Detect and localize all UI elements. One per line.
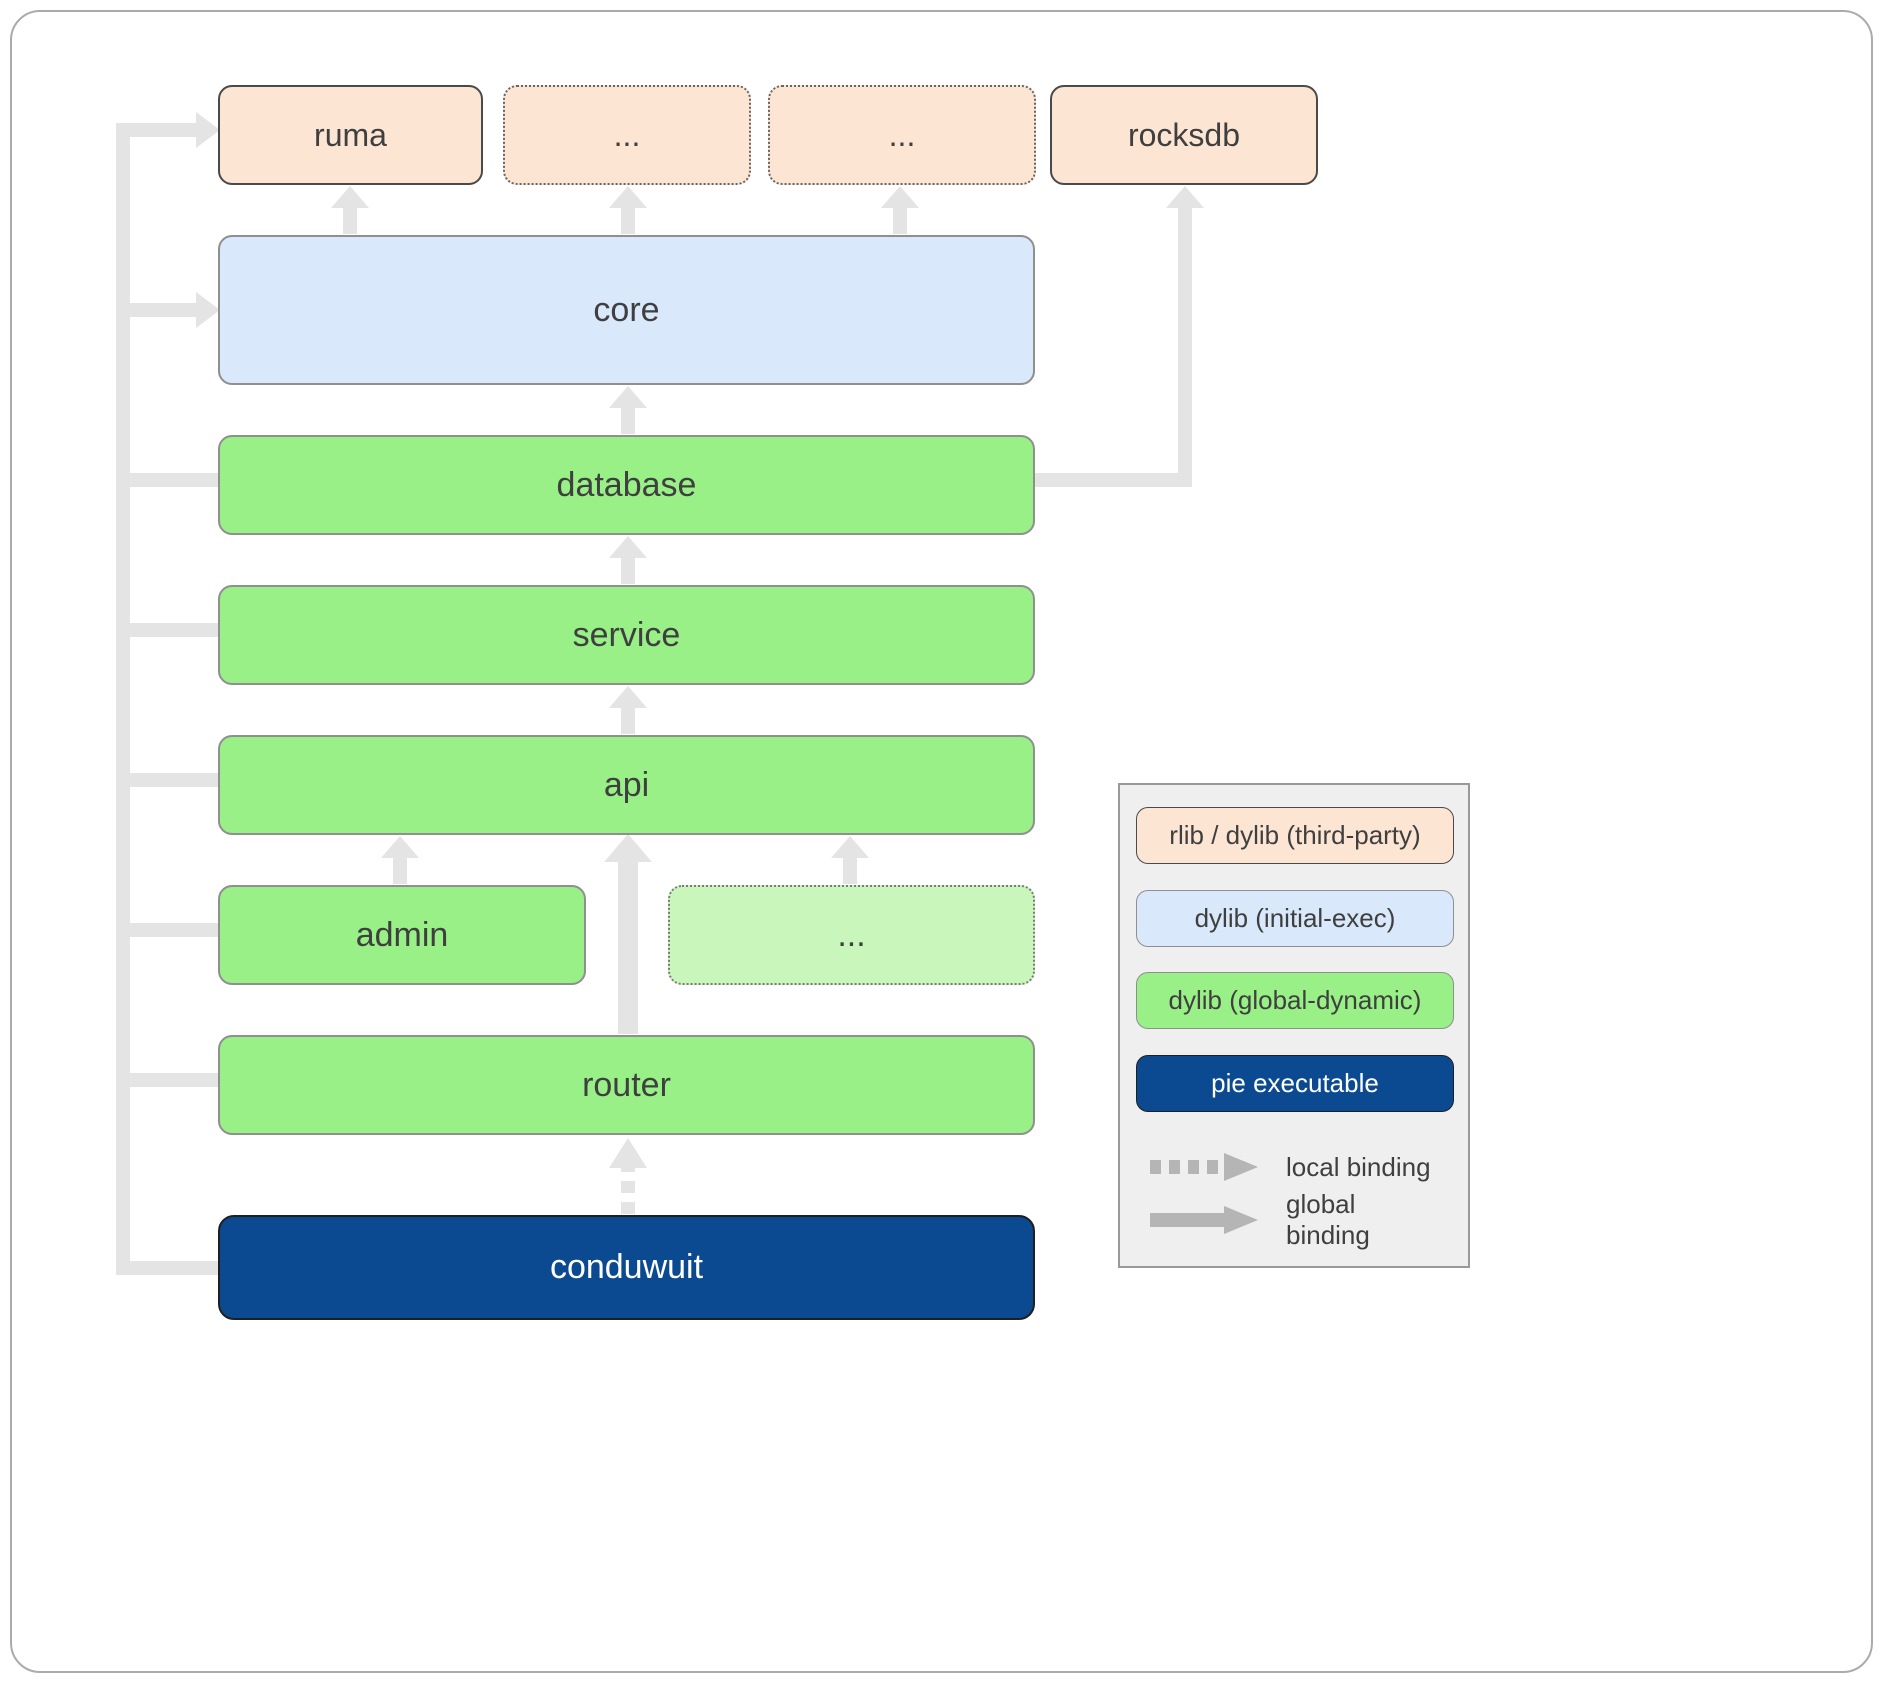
node-router-label: router bbox=[582, 1065, 671, 1104]
arrow-core-ruma bbox=[331, 186, 369, 234]
node-rocksdb: rocksdb bbox=[1050, 85, 1318, 185]
node-api-label: api bbox=[603, 765, 650, 804]
node-ruma-label: ruma bbox=[314, 116, 387, 153]
legend-global-binding-label: global binding bbox=[1286, 1189, 1370, 1250]
arrow-database-rocksdb bbox=[1035, 186, 1204, 487]
global-binding-arrow-icon bbox=[1150, 1206, 1258, 1234]
node-database: database bbox=[218, 435, 1035, 535]
arrow-core-dep2 bbox=[881, 186, 919, 234]
node-dep1: ... bbox=[503, 85, 751, 185]
legend-local-binding-label: local binding bbox=[1286, 1151, 1431, 1182]
node-ruma: ruma bbox=[218, 85, 483, 185]
node-database-label: database bbox=[556, 465, 697, 504]
arrow-database-core bbox=[609, 386, 647, 434]
node-core-label: core bbox=[593, 290, 660, 329]
node-conduwuit: conduwuit bbox=[218, 1215, 1035, 1320]
node-service: service bbox=[218, 585, 1035, 685]
node-admin: admin bbox=[218, 885, 586, 985]
node-admin-label: admin bbox=[355, 915, 449, 954]
legend-item-global-dynamic-label: dylib (global-dynamic) bbox=[1168, 985, 1422, 1015]
local-binding-arrow-icon bbox=[1150, 1153, 1258, 1181]
node-more: ... bbox=[668, 885, 1035, 985]
legend-panel: rlib / dylib (third-party) dylib (initia… bbox=[1118, 783, 1470, 1268]
arrow-api-service bbox=[609, 686, 647, 734]
node-service-label: service bbox=[572, 615, 681, 654]
legend-item-initial-exec-label: dylib (initial-exec) bbox=[1194, 903, 1396, 933]
legend-item-pie-executable-label: pie executable bbox=[1211, 1068, 1379, 1098]
arrow-more-api bbox=[831, 836, 869, 884]
legend-item-third-party-label: rlib / dylib (third-party) bbox=[1169, 820, 1421, 850]
legend-local-binding: local binding bbox=[1146, 1147, 1446, 1187]
node-dep1-label: ... bbox=[613, 116, 641, 153]
legend-item-third-party: rlib / dylib (third-party) bbox=[1136, 807, 1454, 864]
node-conduwuit-label: conduwuit bbox=[549, 1248, 704, 1286]
node-api: api bbox=[218, 735, 1035, 835]
arrow-service-database bbox=[609, 536, 647, 584]
arrow-trunk-conduwuit-global bbox=[116, 112, 220, 1275]
arrow-core-dep1 bbox=[609, 186, 647, 234]
legend-item-initial-exec: dylib (initial-exec) bbox=[1136, 890, 1454, 947]
node-dep2-label: ... bbox=[888, 116, 916, 153]
node-router: router bbox=[218, 1035, 1035, 1135]
node-dep2: ... bbox=[768, 85, 1036, 185]
legend-item-pie-executable: pie executable bbox=[1136, 1055, 1454, 1112]
legend-global-binding: global binding bbox=[1146, 1189, 1446, 1250]
node-core: core bbox=[218, 235, 1035, 385]
legend-item-global-dynamic: dylib (global-dynamic) bbox=[1136, 972, 1454, 1029]
arrow-conduwuit-router-local bbox=[609, 1138, 647, 1214]
node-rocksdb-label: rocksdb bbox=[1127, 116, 1241, 153]
arrow-router-api bbox=[604, 834, 652, 1034]
arrow-admin-api bbox=[381, 836, 419, 884]
node-more-label: ... bbox=[837, 915, 866, 954]
